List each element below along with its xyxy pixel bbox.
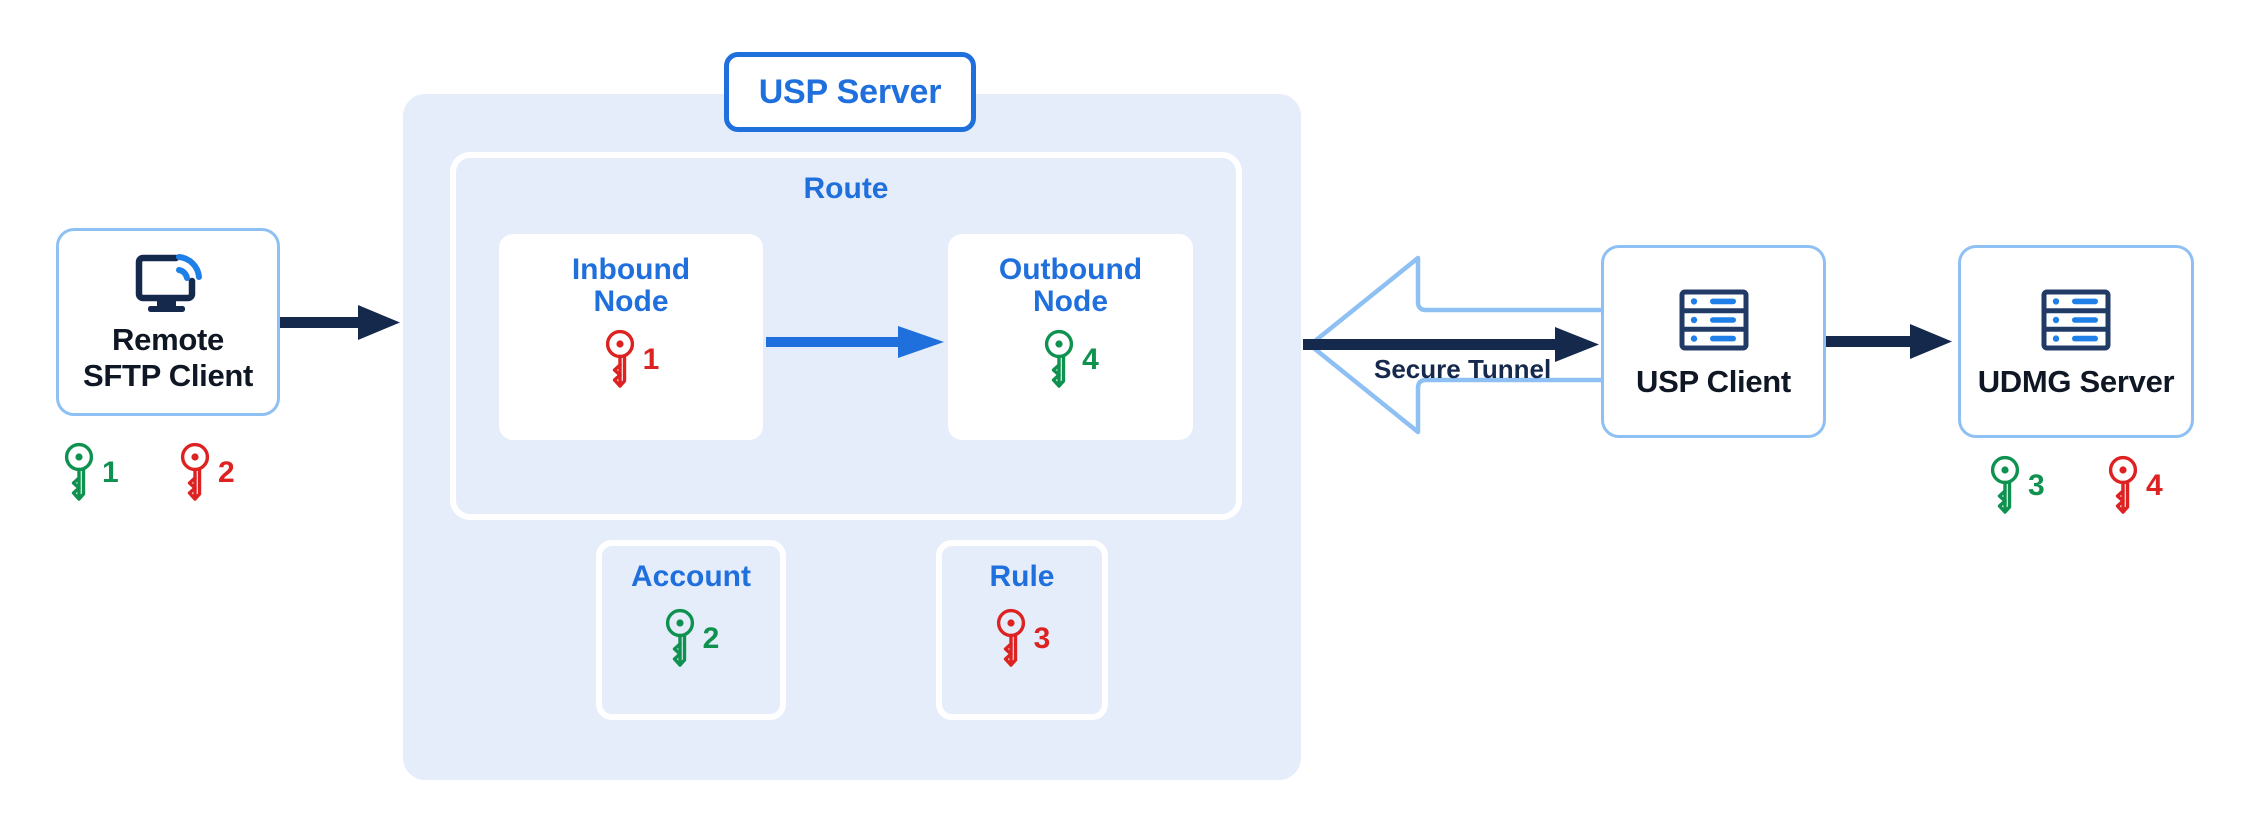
- outbound-node-title-line1: Outbound: [998, 253, 1143, 286]
- key-icon: [64, 442, 94, 501]
- client-to-server-arrow: [280, 305, 400, 340]
- server-rack-icon: [1679, 289, 1748, 351]
- udmg-server-label: UDMG Server: [1977, 363, 2175, 399]
- udmg-server-box[interactable]: UDMG Server: [1958, 245, 2194, 438]
- inbound-node-key-group: 1: [603, 329, 660, 391]
- secure-tunnel-label: Secure Tunnel: [1374, 354, 1552, 384]
- usp-server-label-pill: USP Server: [724, 52, 976, 132]
- udmg-key-green-number: 3: [2028, 469, 2045, 502]
- rule-key-number: 3: [1033, 622, 1051, 655]
- outbound-node-title-line2: Node: [1033, 285, 1108, 319]
- outbound-node-key-number: 4: [1082, 342, 1099, 376]
- screen-cast-icon: [135, 254, 202, 313]
- inbound-node-title-line1: Inbound: [571, 253, 691, 286]
- remote-sftp-client-box[interactable]: Remote SFTP Client: [56, 228, 280, 416]
- key-icon: [180, 442, 210, 501]
- remote-client-key-green-number: 1: [102, 456, 119, 489]
- usp-client-label: USP Client: [1636, 363, 1791, 399]
- remote-client-key-green-group: 1: [62, 442, 119, 504]
- rule-title: Rule: [989, 560, 1055, 593]
- inbound-node-card[interactable]: Inbound Node 1: [499, 234, 763, 440]
- key-icon: [2108, 455, 2138, 514]
- remote-client-key-red-number: 2: [218, 456, 235, 489]
- account-key-group: 2: [663, 608, 720, 670]
- rule-card[interactable]: Rule 3: [936, 540, 1108, 720]
- account-card[interactable]: Account 2: [596, 540, 786, 720]
- remote-sftp-client-label-line1: Remote: [112, 322, 224, 358]
- remote-sftp-client-label-line2: SFTP Client: [82, 358, 254, 393]
- outbound-node-key-group: 4: [1042, 329, 1099, 391]
- usp-client-box[interactable]: USP Client: [1601, 245, 1826, 438]
- remote-client-key-red-group: 2: [178, 442, 235, 504]
- usp-client-to-udmg-arrow: [1826, 324, 1952, 359]
- inbound-to-outbound-arrow: [766, 326, 944, 358]
- key-icon: [996, 608, 1025, 667]
- key-icon: [605, 329, 634, 388]
- outbound-node-card[interactable]: Outbound Node 4: [948, 234, 1193, 440]
- server-rack-icon: [2041, 289, 2111, 351]
- tunnel-direction-arrow: [1303, 327, 1599, 362]
- key-icon: [1990, 455, 2020, 514]
- account-key-number: 2: [702, 622, 720, 655]
- rule-key-group: 3: [994, 608, 1051, 670]
- account-title: Account: [631, 560, 751, 593]
- inbound-node-title-line2: Node: [593, 285, 669, 319]
- key-icon: [1045, 329, 1074, 388]
- route-title: Route: [803, 172, 889, 205]
- udmg-key-red-number: 4: [2146, 469, 2163, 502]
- usp-server-title: USP Server: [758, 72, 942, 111]
- key-icon: [665, 608, 694, 667]
- inbound-node-key-number: 1: [642, 342, 660, 376]
- udmg-key-green-group: 3: [1988, 455, 2045, 517]
- udmg-key-red-group: 4: [2106, 455, 2163, 517]
